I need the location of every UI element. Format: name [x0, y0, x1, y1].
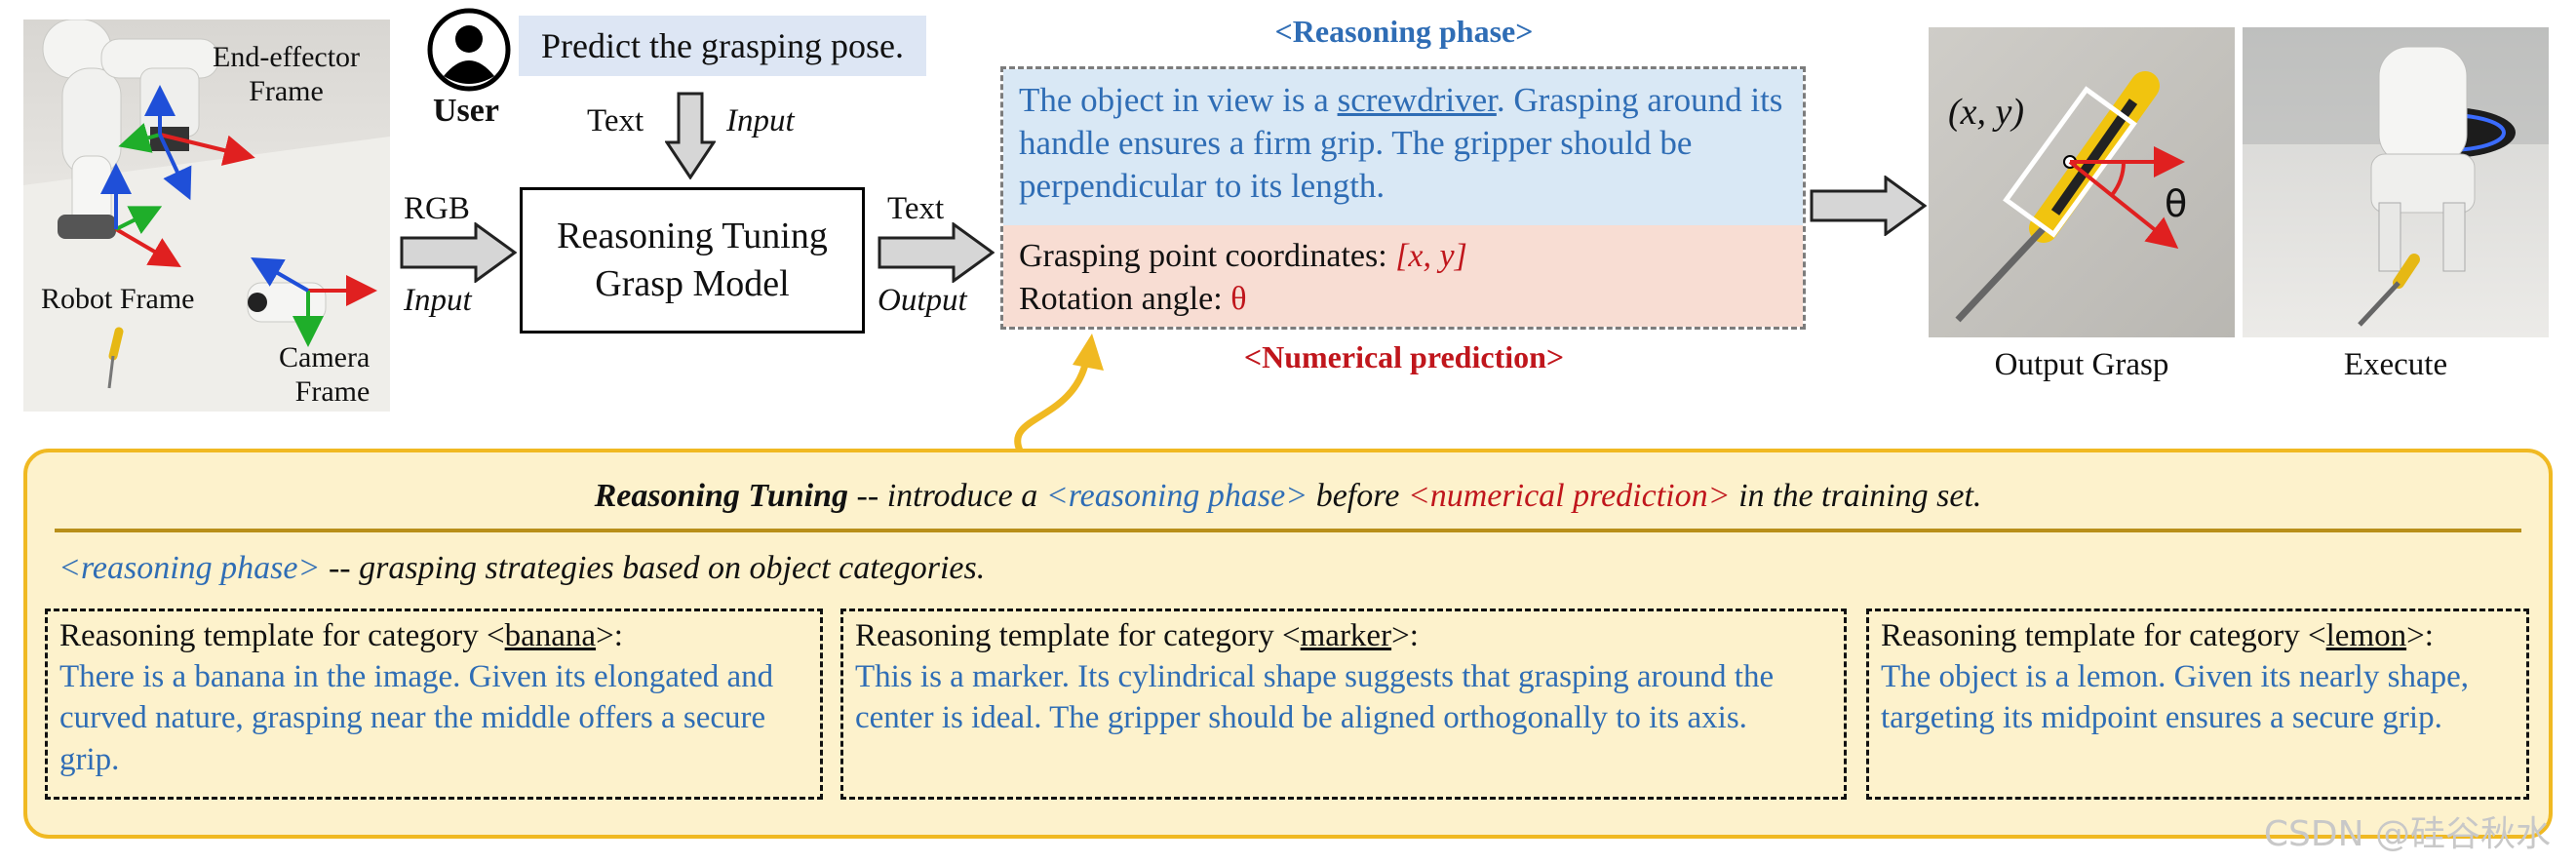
text-output-label: Text [887, 191, 945, 226]
template-lemon: Reasoning template for category <lemon>:… [1866, 609, 2529, 800]
panel-divider [55, 529, 2521, 532]
numerical-prediction-text: Grasping point coordinates: [x, y] Rotat… [1003, 225, 1803, 327]
camera-frame-label: Camera Frame [279, 341, 371, 408]
execute-image [2243, 27, 2549, 337]
template-body: The object is a lemon. Given its nearly … [1881, 659, 2469, 736]
execute-caption: Execute [2343, 347, 2448, 382]
robot-setup-photo: End-effector Frame Robot Frame Camera Fr… [23, 20, 390, 412]
reasoning-tuning-grasp-model: Reasoning Tuning Grasp Model [520, 187, 865, 334]
model-name-line1: Reasoning Tuning [557, 215, 828, 256]
rgb-input-tag: Input [404, 283, 472, 318]
template-heading: Reasoning template for category <lemon>: [1881, 618, 2434, 653]
reasoning-phase-title: <Reasoning phase> [1274, 14, 1534, 49]
template-banana: Reasoning template for category <banana>… [45, 609, 823, 800]
result-arrow-icon [1810, 175, 1928, 241]
output-arrow-icon [878, 221, 995, 288]
rgb-label: RGB [404, 191, 470, 226]
user-avatar-icon [427, 8, 511, 92]
down-arrow-icon [664, 92, 717, 184]
rgb-arrow-icon [400, 221, 518, 288]
grasp-coordinate-label: (x, y) [1948, 92, 2025, 133]
robot-frame-label: Robot Frame [41, 283, 195, 315]
panel-subtitle: <reasoning phase> -- grasping strategies… [59, 550, 986, 586]
output-grasp-caption: Output Grasp [1994, 347, 2169, 382]
model-output-box: The object in view is a screwdriver. Gra… [1000, 66, 1806, 330]
numerical-prediction-title: <Numerical prediction> [1243, 339, 1565, 374]
output-grasp-image: (x, y) θ [1929, 27, 2235, 337]
text-output-tag: Output [878, 283, 967, 318]
watermark: CSDN @硅谷秋水 [2263, 814, 2551, 854]
robot-scene-illustration [23, 20, 390, 412]
model-name-line2: Grasp Model [595, 263, 790, 304]
text-input-tag: Input [726, 103, 795, 138]
theta-label: θ [2165, 182, 2188, 225]
reasoning-tuning-panel: Reasoning Tuning -- introduce a <reasoni… [23, 449, 2553, 839]
template-marker: Reasoning template for category <marker>… [840, 609, 1847, 800]
reasoning-phase-text: The object in view is a screwdriver. Gra… [1003, 69, 1803, 225]
template-body: This is a marker. Its cylindrical shape … [855, 659, 1775, 736]
template-heading: Reasoning template for category <marker>… [855, 618, 1419, 653]
user-label: User [433, 93, 499, 129]
template-heading: Reasoning template for category <banana>… [59, 618, 623, 653]
rotation-value: θ [1230, 281, 1247, 318]
panel-title: Reasoning Tuning -- introduce a <reasoni… [594, 478, 1982, 514]
text-input-label: Text [587, 103, 644, 138]
end-effector-frame-label: End-effector Frame [213, 41, 361, 107]
template-body: There is a banana in the image. Given it… [59, 659, 774, 777]
object-name: screwdriver [1337, 81, 1497, 119]
grasp-point-value: [x, y] [1395, 238, 1467, 274]
user-prompt: Predict the grasping pose. [519, 16, 926, 76]
panel-connector-arrow-icon [995, 328, 1131, 459]
